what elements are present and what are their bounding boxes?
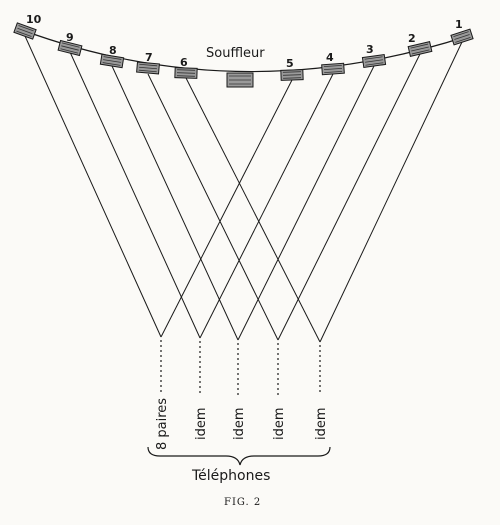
wire-mic-5 — [160, 79, 293, 338]
microphone-numbers: 10 9 8 7 6 5 4 3 2 1 — [26, 13, 463, 70]
souffleur-label: Souffleur — [206, 46, 265, 61]
telephones-label: Téléphones — [191, 468, 270, 484]
receiver-label-3: idem — [232, 407, 247, 440]
mic-number-5: 5 — [286, 57, 294, 70]
wire-mic-6 — [185, 77, 321, 343]
microphone-10 — [13, 22, 37, 40]
mic-number-1: 1 — [455, 18, 463, 31]
wire-mic-2 — [277, 53, 421, 341]
mic-number-3: 3 — [366, 43, 374, 56]
wire-mic-3 — [237, 65, 375, 341]
wires — [24, 35, 463, 343]
wire-mic-4 — [199, 73, 334, 339]
wire-mic-10 — [24, 35, 162, 338]
souffleur-microphone — [226, 72, 254, 88]
microphones — [13, 22, 474, 88]
wire-mic-8 — [111, 65, 239, 341]
mic-number-10: 10 — [26, 13, 42, 26]
receiver-label-4: idem — [272, 407, 287, 440]
stage-front-curve — [21, 29, 469, 73]
mic-number-7: 7 — [145, 51, 153, 64]
microphone-4 — [321, 62, 345, 76]
microphone-5 — [280, 69, 304, 81]
microphone-3 — [361, 53, 387, 69]
microphone-2 — [407, 41, 433, 57]
mic-number-2: 2 — [408, 32, 416, 45]
wire-mic-7 — [147, 73, 279, 341]
mic-number-4: 4 — [326, 51, 334, 64]
microphone-6 — [174, 67, 198, 79]
receiver-labels: 8 paires idem idem idem idem — [155, 398, 329, 450]
microphone-7 — [136, 61, 160, 75]
mic-number-9: 9 — [66, 31, 74, 44]
microphone-8 — [99, 53, 125, 69]
receiver-label-2: idem — [194, 407, 209, 440]
figure-caption: FIG. 2 — [224, 497, 261, 508]
receiver-label-5: idem — [314, 407, 329, 440]
mic-number-6: 6 — [180, 56, 188, 69]
telephones-brace — [147, 446, 331, 466]
wire-mic-1 — [319, 41, 463, 343]
mic-number-8: 8 — [109, 44, 117, 57]
receiver-label-1: 8 paires — [155, 398, 170, 450]
wire-mic-9 — [69, 51, 201, 339]
microphone-9 — [57, 39, 83, 57]
receiver-links — [160, 340, 321, 395]
microphone-1 — [450, 28, 474, 46]
